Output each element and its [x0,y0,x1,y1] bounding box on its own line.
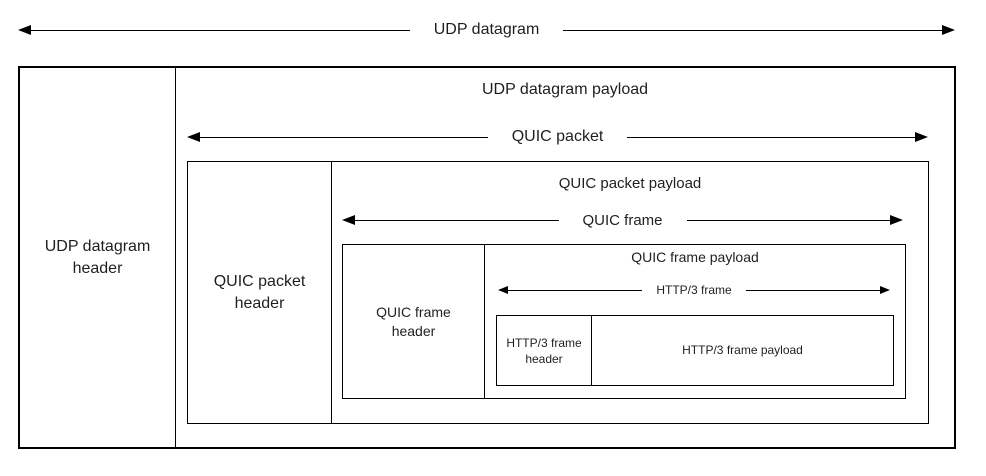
quic-frame-header-cell: QUIC frame header [343,245,485,398]
arrow-line [686,219,891,221]
quic-packet-header-label: QUIC packet header [213,272,306,312]
quic-frame-box: QUIC frame header QUIC frame payload HTT… [342,244,906,399]
arrowhead-left-icon [187,132,200,142]
quic-packet-payload-label: QUIC packet payload [558,175,702,192]
quic-packet-span-arrow: QUIC packet [187,128,928,146]
quic-frame-span-arrow: QUIC frame [342,211,904,229]
arrow-line [745,289,881,291]
http3-frame-box: HTTP/3 frame header HTTP/3 frame payload [496,315,894,386]
udp-datagram-payload-label: UDP datagram payload [481,81,649,98]
http3-frame-header-cell: HTTP/3 frame header [497,316,592,385]
http3-frame-arrow-label: HTTP/3 frame [656,283,732,297]
udp-datagram-header-cell: UDP datagram header [20,68,176,447]
quic-packet-header-cell: QUIC packet header [188,162,332,423]
udp-datagram-box: UDP datagram header UDP datagram payload… [18,66,956,449]
arrow-line [31,29,410,31]
quic-frame-header-label: QUIC frame header [376,303,451,339]
arrowhead-right-icon [942,25,955,35]
arrow-line [200,136,488,138]
arrowhead-left-icon [342,215,355,225]
http3-frame-payload-label: HTTP/3 frame payload [682,343,803,357]
arrow-line [355,219,559,221]
quic-packet-box: QUIC packet header QUIC packet payload Q… [187,161,929,424]
arrowhead-right-icon [890,215,904,225]
http3-frame-payload-cell: HTTP/3 frame payload [592,316,893,385]
http3-frame-span-arrow: HTTP/3 frame [498,282,891,298]
udp-datagram-payload-cell: UDP datagram payload QUIC packet QUIC pa… [176,68,954,447]
udp-datagram-header-label: UDP datagram header [44,237,151,277]
arrowhead-left-icon [18,25,31,35]
arrowhead-left-icon [498,286,508,294]
quic-frame-arrow-label: QUIC frame [582,211,663,229]
quic-frame-payload-label: QUIC frame payload [631,249,759,265]
udp-datagram-span-arrow: UDP datagram [18,21,955,39]
arrow-line [563,29,942,31]
arrow-line [508,289,643,291]
http3-frame-header-label: HTTP/3 frame header [506,335,582,366]
arrowhead-right-icon [915,132,928,142]
arrow-line [627,136,915,138]
arrowhead-right-icon [880,286,891,294]
quic-frame-payload-cell: QUIC frame payload HTTP/3 frame [485,245,905,398]
quic-packet-arrow-label: QUIC packet [511,128,604,145]
udp-datagram-arrow-label: UDP datagram [433,21,540,38]
quic-packet-payload-cell: QUIC packet payload QUIC frame QUIC fram… [332,162,928,423]
